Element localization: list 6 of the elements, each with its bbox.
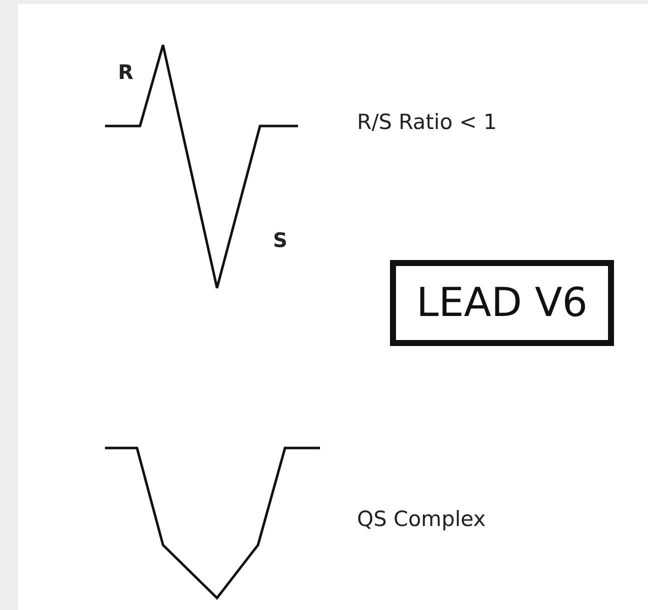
title-box <box>390 260 614 346</box>
ratio-note: R/S Ratio < 1 <box>357 110 497 134</box>
wave-label: R <box>118 60 134 84</box>
wave-label: S <box>273 228 288 252</box>
complex-note: QS Complex <box>357 507 486 531</box>
lead-title: LEAD V6 <box>416 280 588 326</box>
